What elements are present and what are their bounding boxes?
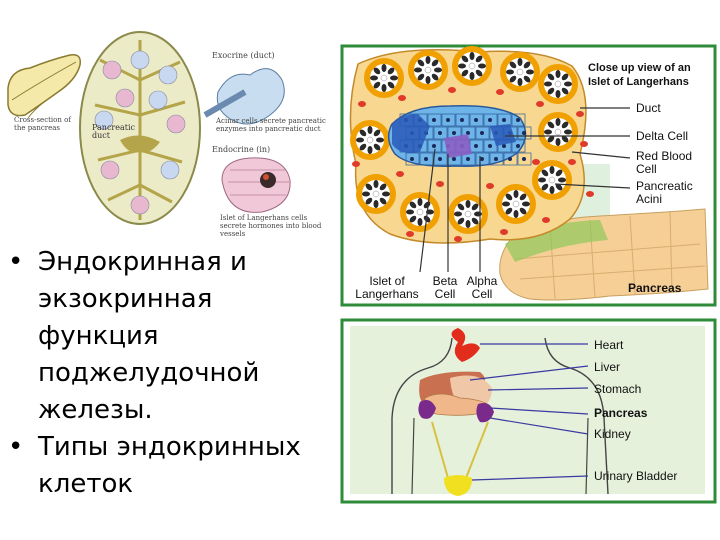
acinus-blob	[94, 110, 114, 130]
acinus	[500, 52, 540, 92]
kidney-right	[476, 403, 494, 423]
acinus	[356, 174, 396, 214]
acinus-blob	[148, 90, 168, 110]
label-urinary-bladder: Urinary Bladder	[594, 469, 678, 483]
red-blood-cell	[406, 231, 414, 237]
label-islet-of-langerhans: Islet of Langerhans	[355, 274, 419, 301]
bullet-list: Эндокринная и экзокринная функция поджел…	[6, 244, 336, 503]
label-kidney: Kidney	[594, 427, 631, 441]
acinus	[532, 160, 572, 200]
heart-shape	[451, 328, 480, 362]
red-blood-cell	[358, 101, 366, 107]
acinus	[452, 46, 492, 86]
acinus	[400, 192, 440, 232]
acinus	[350, 120, 390, 160]
exocrine-cluster	[203, 68, 285, 125]
red-blood-cell	[486, 183, 494, 189]
bullet-item: Типы эндокринных клеток	[6, 429, 336, 503]
red-blood-cell	[580, 141, 588, 147]
pancreas-sketch	[7, 53, 82, 119]
red-blood-cell	[536, 101, 544, 107]
red-blood-cell	[396, 171, 404, 177]
label-beta-cell: Beta Cell	[432, 274, 458, 301]
acinus	[538, 64, 578, 104]
red-blood-cell	[496, 89, 504, 95]
label-pancreatic-acini: Pancreatic Acini	[636, 179, 693, 206]
label-duct: Duct	[636, 101, 661, 115]
acini-clusters	[94, 50, 186, 215]
exocrine-caption: Acinar cells secrete pancreatic enzymes …	[216, 117, 326, 133]
acinus	[538, 112, 578, 152]
red-blood-cell	[586, 191, 594, 197]
acinus-blob	[100, 160, 120, 180]
cross-section-caption: Cross-section of the pancreas	[14, 116, 71, 132]
exocrine-title: Exocrine (duct)	[212, 51, 275, 60]
red-blood-cell	[448, 87, 456, 93]
red-blood-cell	[352, 161, 360, 167]
red-blood-cell	[454, 236, 462, 242]
kidney-left	[418, 400, 436, 419]
acinus-blob	[130, 50, 150, 70]
acinus-blob	[115, 88, 135, 108]
red-blood-cell	[542, 217, 550, 223]
islet-of-langerhans	[387, 105, 532, 167]
acinus	[448, 194, 488, 234]
label-pancreas: Pancreas	[594, 406, 648, 420]
acinus-blob	[158, 65, 178, 85]
endocrine-cluster	[221, 157, 291, 213]
red-blood-cell	[532, 159, 540, 165]
pancreas-histology-figure	[7, 31, 291, 225]
label-pancreas-organ: Pancreas	[628, 281, 682, 295]
label-delta-cell: Delta Cell	[636, 129, 689, 143]
label-liver: Liver	[594, 360, 621, 374]
acinus-blob	[130, 195, 150, 215]
acinus	[364, 58, 404, 98]
red-blood-cell	[398, 95, 406, 101]
acinus-blob	[102, 60, 122, 80]
red-blood-cell	[576, 111, 584, 117]
pancreatic-duct-label: Pancreatic duct	[92, 123, 136, 140]
endocrine-caption: Islet of Langerhans cells secrete hormon…	[220, 214, 322, 238]
red-blood-cells	[352, 87, 594, 242]
label-stomach: Stomach	[594, 382, 642, 396]
label-arrows	[419, 107, 631, 273]
acinus-blob	[166, 114, 186, 134]
islet-figure	[340, 44, 717, 307]
endocrine-title: Endocrine (in)	[212, 145, 271, 154]
red-blood-cell	[436, 181, 444, 187]
acinus-blob	[160, 160, 180, 180]
body-organs-figure	[340, 318, 717, 504]
islet-title: Close up view of an Islet of Langerhans	[588, 62, 691, 88]
ureters	[431, 421, 489, 479]
red-blood-cell	[568, 159, 576, 165]
bladder-shape	[444, 475, 472, 496]
label-alpha-cell: Alpha Cell	[466, 274, 498, 301]
acinus	[496, 184, 536, 224]
red-blood-cell	[500, 229, 508, 235]
label-heart: Heart	[594, 338, 624, 352]
organ-arrows	[469, 343, 589, 481]
bullet-item: Эндокринная и экзокринная функция поджел…	[6, 244, 336, 429]
acinus	[408, 50, 448, 90]
label-red-blood-cell: Red Blood Cell	[636, 149, 693, 176]
